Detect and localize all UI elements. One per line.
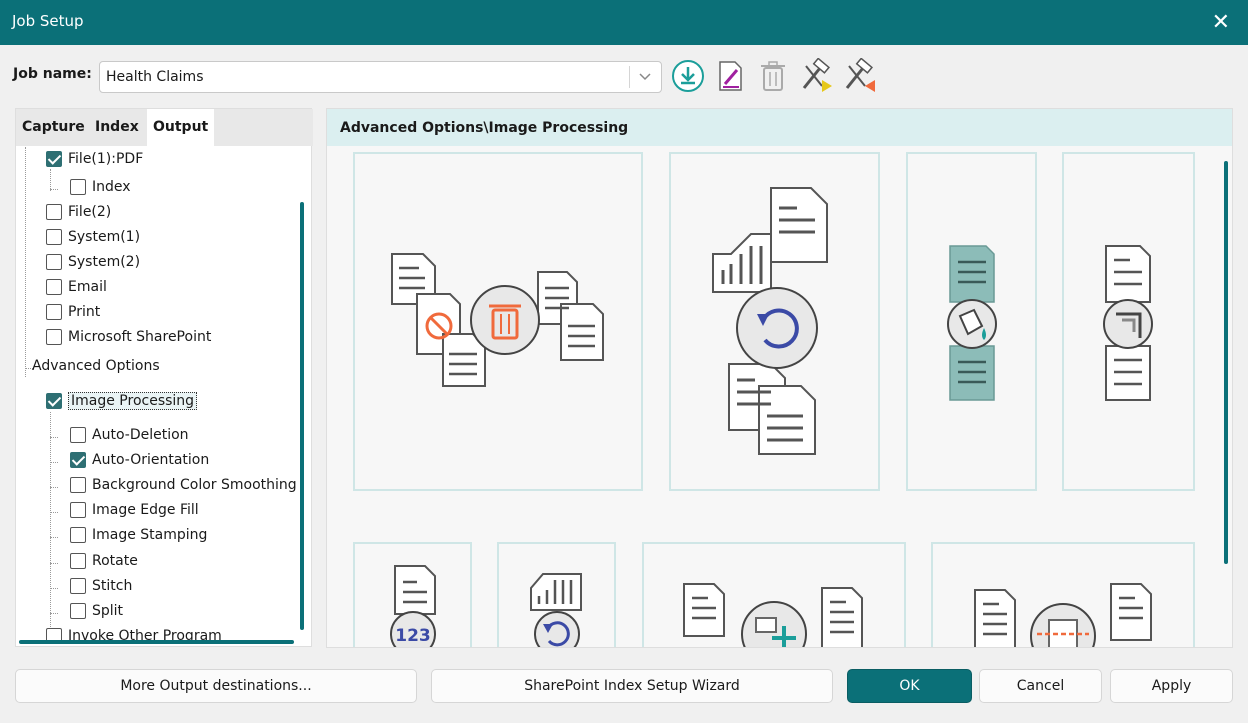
checkbox[interactable]	[70, 553, 86, 569]
split-icon	[974, 583, 1152, 647]
tree-guide	[50, 588, 58, 589]
import-settings-icon[interactable]	[798, 58, 834, 94]
job-name-combobox[interactable]: Health Claims	[99, 61, 662, 93]
rotate-card[interactable]	[497, 542, 616, 647]
stitch-card[interactable]	[642, 542, 906, 647]
close-icon[interactable]: ✕	[1211, 10, 1230, 35]
checkbox[interactable]	[70, 179, 86, 195]
more-output-destinations-button[interactable]: More Output destinations...	[15, 669, 417, 703]
tree-guide	[50, 437, 58, 438]
background-color-smoothing-card[interactable]	[906, 152, 1037, 491]
tree-item-file1[interactable]: File(1):PDF	[46, 151, 143, 173]
stamping-icon: 123	[390, 565, 436, 647]
checkbox[interactable]	[46, 329, 62, 345]
trash-icon[interactable]	[755, 58, 791, 94]
tree-guide	[50, 487, 58, 488]
output-tree: File(1):PDF Index File(2) System(1) Syst…	[16, 147, 306, 644]
color-smoothing-icon	[947, 245, 997, 401]
breadcrumb: Advanced Options\Image Processing	[340, 120, 629, 136]
tree-item-image-stamping[interactable]: Image Stamping	[70, 527, 207, 549]
tree-horizontal-scrollbar[interactable]	[19, 640, 294, 644]
tree-guide	[50, 512, 58, 513]
tree-item-image-edge-fill[interactable]: Image Edge Fill	[70, 502, 199, 524]
tab-bar: Capture Index Output	[16, 109, 313, 146]
sharepoint-index-setup-wizard-button[interactable]: SharePoint Index Setup Wizard	[431, 669, 833, 703]
auto-orientation-icon	[712, 187, 828, 455]
checkbox[interactable]	[46, 254, 62, 270]
window-title: Job Setup	[12, 12, 84, 30]
export-settings-icon[interactable]	[841, 58, 877, 94]
image-stamping-card[interactable]: 123	[353, 542, 472, 647]
tree-vertical-scrollbar[interactable]	[300, 202, 304, 630]
apply-button[interactable]: Apply	[1110, 669, 1233, 703]
tree-item-system1[interactable]: System(1)	[46, 229, 140, 251]
tab-capture[interactable]: Capture	[22, 119, 85, 135]
cancel-button[interactable]: Cancel	[979, 669, 1102, 703]
tab-output[interactable]: Output	[147, 109, 215, 146]
auto-deletion-card[interactable]	[353, 152, 643, 491]
checkbox[interactable]	[70, 578, 86, 594]
stitch-icon	[683, 583, 863, 647]
checkbox[interactable]	[46, 304, 62, 320]
edit-document-icon[interactable]	[713, 58, 749, 94]
tree-item-email[interactable]: Email	[46, 279, 107, 301]
auto-orientation-card[interactable]	[669, 152, 880, 491]
tree-item-stitch[interactable]: Stitch	[70, 578, 132, 600]
edge-fill-icon	[1103, 245, 1153, 401]
tree-item-auto-deletion[interactable]: Auto-Deletion	[70, 427, 189, 449]
tree-item-file2[interactable]: File(2)	[46, 204, 111, 226]
checkbox[interactable]	[70, 427, 86, 443]
ok-button[interactable]: OK	[847, 669, 972, 703]
checkbox[interactable]	[70, 477, 86, 493]
tree-guide	[50, 169, 51, 191]
checkbox[interactable]	[46, 229, 62, 245]
tree-guide	[50, 412, 51, 644]
tree-item-print[interactable]: Print	[46, 304, 100, 326]
tree-item-advanced-options[interactable]: Advanced Options	[32, 358, 160, 374]
checkbox[interactable]	[46, 393, 62, 409]
svg-text:123: 123	[395, 626, 431, 646]
title-bar: Job Setup ✕	[0, 0, 1248, 45]
tree-item-image-processing[interactable]: Image Processing	[46, 392, 198, 415]
tree-item-sharepoint[interactable]: Microsoft SharePoint	[46, 329, 211, 351]
tree-guide	[25, 147, 26, 377]
tree-item-auto-orientation[interactable]: Auto-Orientation	[70, 452, 209, 474]
tree-guide	[50, 462, 58, 463]
tree-item-background-color-smoothing[interactable]: Background Color Smoothing	[70, 477, 297, 499]
checkbox[interactable]	[46, 279, 62, 295]
combo-divider	[629, 66, 630, 88]
chevron-down-icon[interactable]	[637, 68, 653, 84]
checkbox[interactable]	[70, 502, 86, 518]
tree-item-file1-index[interactable]: Index	[70, 179, 131, 201]
image-processing-panel: Advanced Options\Image Processing	[326, 108, 1233, 648]
job-name-value[interactable]: Health Claims	[106, 69, 204, 85]
auto-deletion-icon	[391, 253, 604, 387]
rotate-icon	[530, 573, 582, 647]
output-tree-panel: Capture Index Output File(1):PDF Index F…	[15, 108, 313, 647]
job-name-label: Job name:	[13, 66, 92, 82]
tree-item-rotate[interactable]: Rotate	[70, 553, 138, 575]
job-name-row: Job name: Health Claims	[0, 45, 1248, 107]
tree-guide	[50, 537, 58, 538]
checkbox[interactable]	[70, 527, 86, 543]
panel-header: Advanced Options\Image Processing	[327, 109, 1232, 146]
tree-guide	[50, 613, 58, 614]
checkbox[interactable]	[46, 204, 62, 220]
tree-item-split[interactable]: Split	[70, 603, 123, 625]
tree-guide	[50, 563, 58, 564]
tree-guide	[50, 189, 58, 190]
tab-index[interactable]: Index	[95, 119, 139, 135]
tree-item-system2[interactable]: System(2)	[46, 254, 140, 276]
tree-guide	[25, 368, 33, 369]
checkbox[interactable]	[70, 452, 86, 468]
download-icon[interactable]	[670, 58, 706, 94]
panel-vertical-scrollbar[interactable]	[1224, 161, 1228, 564]
checkbox[interactable]	[46, 151, 62, 167]
image-edge-fill-card[interactable]	[1062, 152, 1195, 491]
split-card[interactable]	[931, 542, 1195, 647]
checkbox[interactable]	[70, 603, 86, 619]
